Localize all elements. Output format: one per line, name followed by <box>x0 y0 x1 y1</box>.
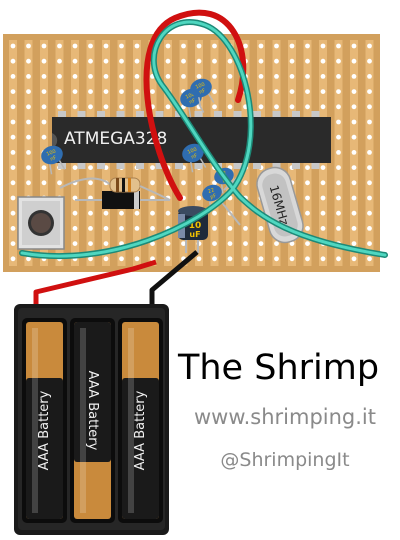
capacitor-c3-unit: nF <box>189 98 197 106</box>
battery-2: AAA Battery <box>70 318 115 523</box>
battery-holder: AAA Battery AAA Battery AAA Battery <box>14 304 169 535</box>
battery-black-lead <box>149 250 199 304</box>
social-handle[interactable]: @ShrimpingIt <box>220 449 350 471</box>
capacitor-c1-unit: nF <box>50 155 58 163</box>
battery-3: AAA Battery <box>118 318 163 523</box>
capacitor-c4: 100nF <box>190 78 215 108</box>
capacitor-c6-num: 22 <box>207 187 215 195</box>
capacitor-c1-num: 100 <box>46 149 57 158</box>
wires <box>19 9 388 304</box>
resistor <box>59 177 171 201</box>
capacitor-c2: 100nF <box>182 143 207 173</box>
pushbutton <box>17 196 65 250</box>
capacitor-c2-value: 100nF <box>187 147 200 162</box>
battery-label: AAA Battery <box>37 390 52 470</box>
crystal: 16MHz <box>223 166 304 244</box>
capacitor-c4-unit: nF <box>199 88 207 96</box>
battery-label: AAA Battery <box>133 390 148 470</box>
capacitor-c2-num: 100 <box>187 147 198 156</box>
capacitor-c1: 100nF <box>41 145 66 175</box>
capacitor-c2-unit: nF <box>191 153 199 161</box>
capacitor-c4-num: 100 <box>195 82 206 91</box>
capacitor-c4-value: 100nF <box>195 82 208 97</box>
diode <box>75 191 170 209</box>
red-wire-loop <box>143 9 247 201</box>
capacitor-c3-num: 100 <box>185 92 196 101</box>
electrolytic-value: 10 <box>189 221 202 231</box>
capacitor-c1-value: 100nF <box>46 149 59 164</box>
battery-label: AAA Battery <box>85 371 100 451</box>
battery-1: AAA Battery <box>22 318 67 523</box>
website-link[interactable]: www.shrimping.it <box>194 405 376 429</box>
battery-red-lead <box>33 259 157 304</box>
capacitor-c6-unit: pF <box>209 193 217 201</box>
capacitor-c3-value: 100nF <box>185 92 198 107</box>
page-title: The Shrimp <box>178 348 380 388</box>
capacitor-c6-value: 22pF <box>207 187 217 200</box>
chip-label: ATMEGA328 <box>64 129 167 149</box>
electrolytic-unit: uF <box>189 230 200 239</box>
